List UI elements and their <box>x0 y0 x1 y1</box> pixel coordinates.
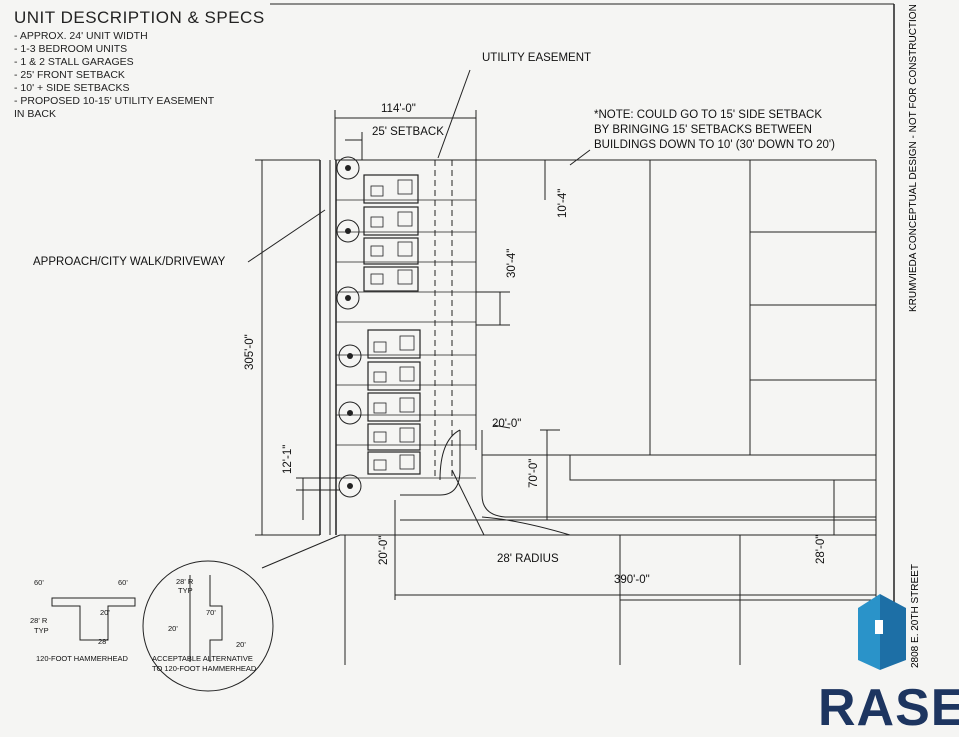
dim-30-4-label: 30'-4" <box>506 248 518 278</box>
spec-line: - 10' + SIDE SETBACKS <box>14 82 130 94</box>
hammerhead-b-28r: 28' R <box>176 577 194 586</box>
utility-easement-label: UTILITY EASEMENT <box>482 52 592 64</box>
length-390-label: 390'-0" <box>614 574 650 586</box>
dim-70-label: 70'-0" <box>528 458 540 488</box>
hammerhead-b-20-right: 20' <box>236 640 246 649</box>
address-label: 2808 E. 20TH STREET <box>910 564 921 668</box>
spec-line: - 25' FRONT SETBACK <box>14 69 125 81</box>
spec-line: - 1-3 BEDROOM UNITS <box>14 43 128 55</box>
hammerhead-b-label-1: ACCEPTABLE ALTERNATIVE <box>152 654 253 663</box>
hammerhead-a-label: 120-FOOT HAMMERHEAD <box>36 654 128 663</box>
dim-20-top-label: 20'-0" <box>492 418 522 430</box>
note-line: *NOTE: COULD GO TO 15' SIDE SETBACK <box>594 109 822 121</box>
spec-line: - APPROX. 24' UNIT WIDTH <box>14 30 148 42</box>
hammerhead-a-60-left: 60' <box>34 578 44 587</box>
spec-line: - PROPOSED 10-15' UTILITY EASEMENT <box>14 95 215 107</box>
radius-28-label: 28' RADIUS <box>497 553 559 565</box>
hammerhead-a-28: 28' <box>98 637 108 646</box>
hammerhead-b-70: 70' <box>206 608 216 617</box>
hammerhead-a-typ: TYP <box>34 626 49 635</box>
hammerhead-a-28r: 28' R <box>30 616 48 625</box>
rase-logo-text: RASE <box>818 679 959 737</box>
spec-line: - 1 & 2 STALL GARAGES <box>14 56 134 68</box>
hammerhead-b-typ: TYP <box>178 586 193 595</box>
note-line: BY BRINGING 15' SETBACKS BETWEEN <box>594 124 812 136</box>
note-line: BUILDINGS DOWN TO 10' (30' DOWN TO 20') <box>594 139 835 151</box>
dim-28-label: 28'-0" <box>815 534 827 564</box>
width-114-label: 114'-0" <box>381 103 416 115</box>
dim-10-4-label: 10'-4" <box>557 188 569 218</box>
dim-12-1-label: 12'-1" <box>282 444 294 474</box>
approach-label: APPROACH/CITY WALK/DRIVEWAY <box>33 256 226 268</box>
rase-logo-icon <box>858 594 906 670</box>
hammerhead-b-label-2: TO 120-FOOT HAMMERHEAD <box>152 664 257 673</box>
hammerhead-a-20: 20' <box>100 608 110 617</box>
specs-title: UNIT DESCRIPTION & SPECS <box>14 8 265 27</box>
unit-specs-block: UNIT DESCRIPTION & SPECS - APPROX. 24' U… <box>14 8 274 121</box>
setback-note: *NOTE: COULD GO TO 15' SIDE SETBACK BY B… <box>594 108 835 153</box>
length-305-label: 305'-0" <box>244 334 256 370</box>
dim-20-bottom-label: 20'-0" <box>378 535 390 565</box>
spec-line: IN BACK <box>14 108 57 120</box>
hammerhead-a-60-right: 60' <box>118 578 128 587</box>
design-disclaimer: KRUMVIEDA CONCEPTUAL DESIGN - NOT FOR CO… <box>908 4 919 312</box>
hammerhead-b-20-left: 20' <box>168 624 178 633</box>
setback-25-label: 25' SETBACK <box>372 126 444 138</box>
